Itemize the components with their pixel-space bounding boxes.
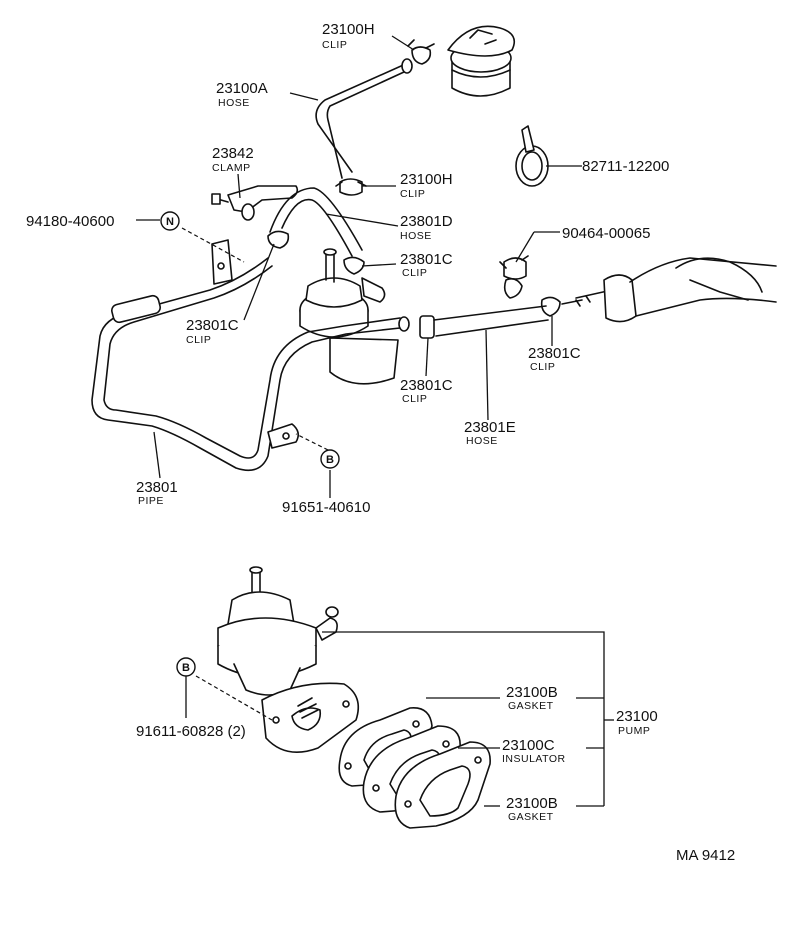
part-number: 23801C	[400, 251, 453, 268]
callout-23100: 23100 PUMP	[616, 708, 658, 737]
callout-23801e: 23801E HOSE	[464, 419, 516, 447]
part-number: 91651-40610	[282, 499, 370, 516]
mount-bracket-drawing	[211, 239, 233, 285]
clip-23801c-a-drawing	[267, 230, 290, 249]
part-description: CLAMP	[212, 162, 251, 174]
part-description: HOSE	[218, 97, 250, 109]
pipe-23801-drawing	[91, 257, 410, 472]
fuel-pump-top-drawing	[299, 248, 399, 385]
part-description: CLIP	[402, 267, 427, 279]
callout-91651: 91651-40610	[282, 499, 370, 516]
callout-90464: 90464-00065	[562, 225, 650, 242]
callout-23842: 23842 CLAMP	[212, 145, 254, 174]
part-number: 23100B	[506, 684, 558, 701]
part-number: 23100	[616, 708, 658, 725]
diagram-code: MA 9412	[676, 847, 735, 864]
part-number: 94180-40600	[26, 213, 114, 230]
clip-23801c-d-drawing	[540, 296, 561, 317]
callout-23100b-bot: 23100B GASKET	[506, 795, 558, 823]
hose-23801d-drawing	[269, 187, 363, 257]
callout-82711: 82711-12200	[582, 158, 669, 175]
part-description: HOSE	[400, 230, 432, 242]
part-description: GASKET	[508, 700, 554, 712]
gasket-23100b-bot-drawing	[394, 741, 491, 829]
part-description: CLIP	[322, 39, 347, 51]
part-description: PUMP	[618, 725, 650, 737]
part-description: CLIP	[530, 361, 555, 373]
callout-23801d: 23801D HOSE	[400, 213, 453, 242]
callout-23801c-b: 23801C CLIP	[400, 251, 453, 279]
clamp-23842-drawing	[211, 185, 299, 221]
part-description: CLIP	[186, 334, 211, 346]
part-number: 23842	[212, 145, 254, 162]
part-number: 23801C	[186, 317, 239, 334]
callout-94180: 94180-40600	[26, 213, 114, 230]
part-number: 23801D	[400, 213, 453, 230]
part-number: 23100H	[322, 21, 375, 38]
callout-23100c: 23100C INSULATOR	[502, 737, 566, 765]
part-number: 91611-60828 (2)	[136, 723, 246, 740]
callout-23100h-mid: 23100H CLIP	[400, 171, 453, 200]
callout-23100h-top: 23100H CLIP	[322, 21, 375, 51]
fuel-pump-exploded-drawing	[217, 566, 360, 754]
part-description: CLIP	[400, 188, 425, 200]
part-number: 23801	[136, 479, 178, 496]
marker-b-top: B	[320, 449, 340, 469]
clip-23100h-top-drawing	[407, 39, 435, 65]
part-number: 82711-12200	[582, 158, 669, 175]
bolt-90464-drawing	[499, 255, 529, 299]
callout-23100b-top: 23100B GASKET	[506, 684, 558, 712]
callout-23801: 23801 PIPE	[136, 479, 178, 507]
part-description: GASKET	[508, 811, 554, 823]
part-number: 23100C	[502, 737, 555, 754]
fuel-filter-drawing	[447, 25, 516, 97]
part-number: 23801C	[400, 377, 453, 394]
hose-23100a-drawing	[315, 58, 413, 179]
marker-n: N	[160, 211, 180, 231]
marker-letter: B	[182, 662, 190, 674]
part-description: HOSE	[466, 435, 498, 447]
callout-23100a: 23100A HOSE	[216, 80, 268, 109]
clip-23801c-b-drawing	[343, 256, 365, 275]
marker-letter: B	[326, 454, 334, 466]
marker-b-bottom: B	[176, 657, 196, 677]
callout-91611: 91611-60828 (2)	[136, 723, 246, 740]
callout-23801c-c: 23801C CLIP	[400, 377, 453, 405]
marker-letter: N	[166, 216, 174, 228]
part-number: 23100B	[506, 795, 558, 812]
clip-23100h-mid-drawing	[335, 178, 367, 196]
part-number: 90464-00065	[562, 225, 650, 242]
part-number: 23801E	[464, 419, 516, 436]
part-description: CLIP	[402, 393, 427, 405]
part-description: PIPE	[138, 495, 164, 507]
hose-clamp-82711-drawing	[515, 125, 549, 187]
part-number: 23100H	[400, 171, 453, 188]
clip-23801c-c-drawing	[419, 315, 435, 339]
callout-23801c-d: 23801C CLIP	[528, 345, 581, 373]
callout-23801c-a: 23801C CLIP	[186, 317, 239, 346]
part-number: 23801C	[528, 345, 581, 362]
fuel-line-right-drawing	[561, 257, 777, 323]
part-description: INSULATOR	[502, 753, 566, 765]
leader-lines	[136, 35, 614, 807]
part-number: 23100A	[216, 80, 268, 97]
hose-23801e-drawing	[433, 305, 549, 337]
